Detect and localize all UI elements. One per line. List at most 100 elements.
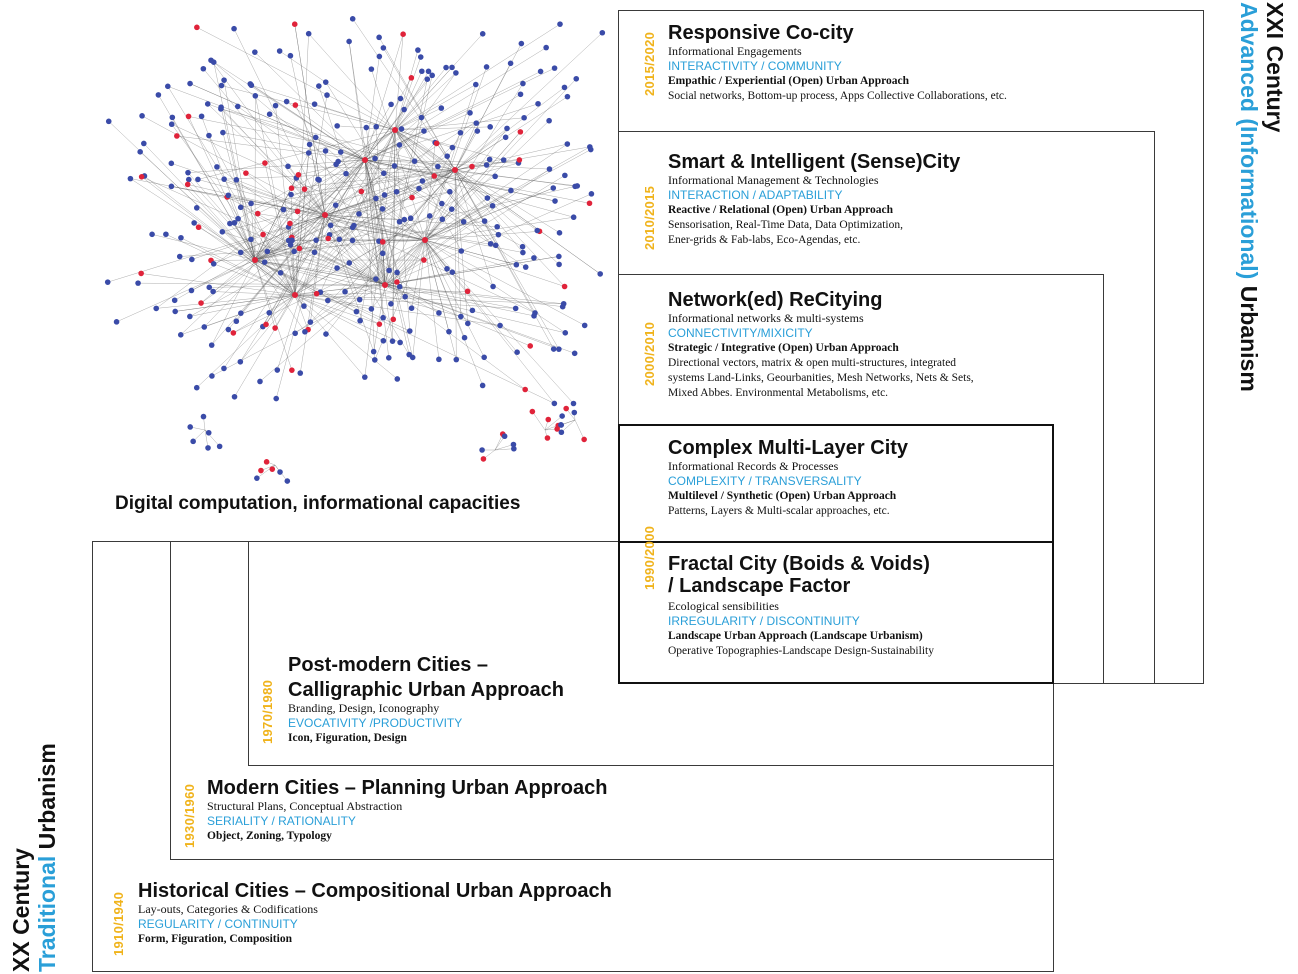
network-node <box>210 288 216 295</box>
network-node <box>545 416 552 423</box>
network-edge <box>172 117 256 261</box>
network-edge <box>394 129 438 167</box>
network-edge <box>220 107 386 286</box>
network-node <box>238 310 244 316</box>
network-node <box>406 328 413 334</box>
network-node <box>200 65 207 72</box>
network-node <box>294 208 301 215</box>
network-node <box>552 198 558 204</box>
network-edge <box>213 62 256 261</box>
network-node <box>205 445 211 451</box>
network-edge <box>222 169 456 232</box>
era-examples-line: Ener-grids & Fab-labs, Eco-Agendas, etc. <box>668 234 861 246</box>
network-node <box>396 142 403 148</box>
network-node <box>460 218 467 225</box>
network-edge <box>494 444 514 451</box>
network-node <box>311 249 318 256</box>
network-node <box>190 438 196 445</box>
network-node <box>185 113 192 120</box>
network-edge <box>364 112 471 161</box>
network-node <box>373 276 379 282</box>
network-edge <box>424 239 485 358</box>
network-node <box>258 467 264 474</box>
network-node <box>306 141 313 148</box>
network-node <box>518 40 525 47</box>
network-node <box>486 156 493 163</box>
network-edge <box>320 129 396 293</box>
network-edge <box>394 107 442 131</box>
era-approach: Landscape Urban Approach (Landscape Urba… <box>668 630 923 642</box>
network-edge <box>324 104 392 216</box>
year-2015-2020: 2015/2020 <box>642 31 657 96</box>
network-node <box>257 378 263 385</box>
network-node <box>188 287 195 294</box>
network-node <box>153 305 160 312</box>
network-node <box>531 255 537 261</box>
network-edge <box>364 159 384 318</box>
network-node <box>291 248 297 255</box>
network-node <box>527 343 534 349</box>
network-node <box>397 95 404 102</box>
network-node <box>417 54 424 60</box>
network-node <box>266 111 273 117</box>
network-edge <box>394 117 525 131</box>
network-node <box>368 306 375 312</box>
era-fractal: Fractal City (Boids & Voids) / Landscape… <box>668 553 934 659</box>
network-edge <box>138 282 386 286</box>
network-edge <box>176 135 366 161</box>
network-edge <box>394 23 561 131</box>
network-edge <box>364 159 410 355</box>
network-node <box>376 34 382 41</box>
network-node <box>444 265 450 272</box>
network-edge <box>348 41 386 286</box>
xxi-century-label: XXI Century Advanced (Informational) Urb… <box>1236 2 1288 392</box>
network-edge <box>236 179 296 296</box>
era-title: Complex Multi-Layer City <box>668 437 909 459</box>
network-node <box>322 148 329 154</box>
network-edge <box>240 294 296 362</box>
network-edge <box>294 294 372 310</box>
era-responsive: Responsive Co-city Informational Engagem… <box>668 22 1007 104</box>
network-node <box>556 346 562 352</box>
network-node <box>556 230 563 236</box>
network-edge <box>276 214 326 399</box>
network-node <box>333 161 339 168</box>
network-node <box>394 269 400 276</box>
network-node <box>189 256 195 263</box>
network-node <box>560 300 567 307</box>
network-node <box>297 370 304 376</box>
network-node <box>221 77 227 83</box>
network-node <box>433 140 440 147</box>
network-node <box>532 310 538 316</box>
network-edge <box>418 169 456 189</box>
network-edge <box>254 175 435 261</box>
network-edge <box>196 294 296 388</box>
network-edge <box>424 217 574 241</box>
network-node <box>346 260 353 266</box>
network-node <box>276 48 283 54</box>
network-edge <box>294 294 365 378</box>
network-edge <box>250 203 256 261</box>
network-node <box>307 319 314 325</box>
network-edge <box>424 142 436 241</box>
network-edge <box>383 47 456 171</box>
network-node <box>177 332 184 338</box>
network-edge <box>294 72 457 296</box>
network-edge <box>141 273 296 296</box>
network-node <box>362 157 368 163</box>
xxi-century-line1: XXI Century <box>1262 2 1288 133</box>
network-edge <box>336 129 396 165</box>
network-node <box>225 326 232 333</box>
era-keywords: INTERACTION / ADAPTABILITY <box>668 188 843 202</box>
network-edge <box>294 123 477 296</box>
era-keywords: SERIALITY / RATIONALITY <box>207 814 356 828</box>
network-node <box>521 114 527 121</box>
network-node <box>176 253 183 260</box>
network-node <box>574 183 581 189</box>
network-node <box>195 176 201 183</box>
network-node <box>373 195 379 202</box>
era-complex: Complex Multi-Layer City Informational R… <box>668 437 908 519</box>
network-edge <box>156 284 386 309</box>
network-node <box>266 309 273 316</box>
network-node <box>376 53 383 60</box>
